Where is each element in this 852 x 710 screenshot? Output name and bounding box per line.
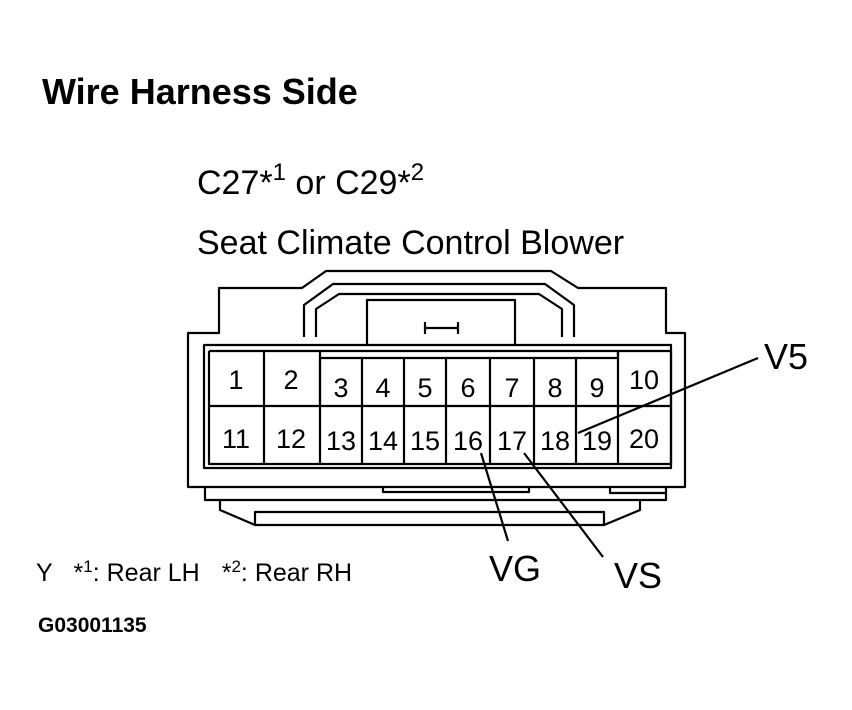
pin-13: 13 [326, 426, 356, 456]
leader-vg [479, 452, 510, 542]
pin-17: 17 [497, 426, 527, 456]
footnote-sup-1: 1 [83, 557, 93, 576]
footnote-mark-2: * [221, 559, 232, 587]
leader-vs [523, 452, 604, 558]
wire-label-vs: VS [614, 555, 663, 596]
connector-mark-b: * [397, 164, 411, 202]
wire-label-vg: VG [489, 548, 542, 589]
connector-sup-a: 1 [272, 159, 286, 186]
footnote-text-2: : Rear RH [240, 559, 353, 587]
connector-id-b: C29 [335, 164, 398, 202]
footnote-y: Y [36, 559, 53, 587]
connector-id-line: C27*1 or C29*2 [197, 161, 424, 202]
pin-5: 5 [417, 373, 432, 403]
pin-7: 7 [504, 373, 519, 403]
pin-11: 11 [222, 424, 250, 454]
pin-15: 15 [410, 426, 440, 456]
pin-18: 18 [540, 426, 570, 456]
pin-12: 12 [276, 424, 306, 454]
pin-numbers: 1 2 3 4 5 6 7 8 9 10 11 12 13 14 15 16 1… [222, 365, 659, 456]
pin-9: 9 [589, 373, 604, 403]
connector-housing [186, 269, 687, 527]
connector-joiner: or [285, 164, 336, 202]
leader-v5 [577, 356, 759, 435]
footnote-text-1: : Rear LH [92, 559, 200, 587]
footnote: Y *1: Rear LH*2: Rear RH [36, 557, 353, 588]
pin-3: 3 [333, 373, 348, 403]
connector-name: Seat Climate Control Blower [197, 224, 625, 262]
pin-2: 2 [283, 365, 298, 395]
leader-lines [479, 356, 759, 558]
pin-8: 8 [547, 373, 562, 403]
connector-id-a: C27 [197, 164, 260, 202]
pin-14: 14 [368, 426, 398, 456]
pin-1: 1 [228, 365, 243, 395]
pin-6: 6 [460, 373, 475, 403]
pin-16: 16 [453, 426, 483, 456]
pin-4: 4 [375, 373, 390, 403]
pin-10: 10 [629, 365, 659, 395]
footnote-mark-1: * [73, 559, 84, 587]
pin-19: 19 [582, 426, 612, 456]
footnote-sup-2: 2 [231, 557, 241, 576]
connector-sup-b: 2 [410, 159, 425, 186]
wire-label-v5: V5 [764, 336, 809, 377]
pin-20: 20 [629, 424, 659, 454]
diagram-title: Wire Harness Side [42, 71, 358, 112]
connector-mark-a: * [259, 164, 273, 202]
figure-code: G03001135 [38, 614, 147, 637]
